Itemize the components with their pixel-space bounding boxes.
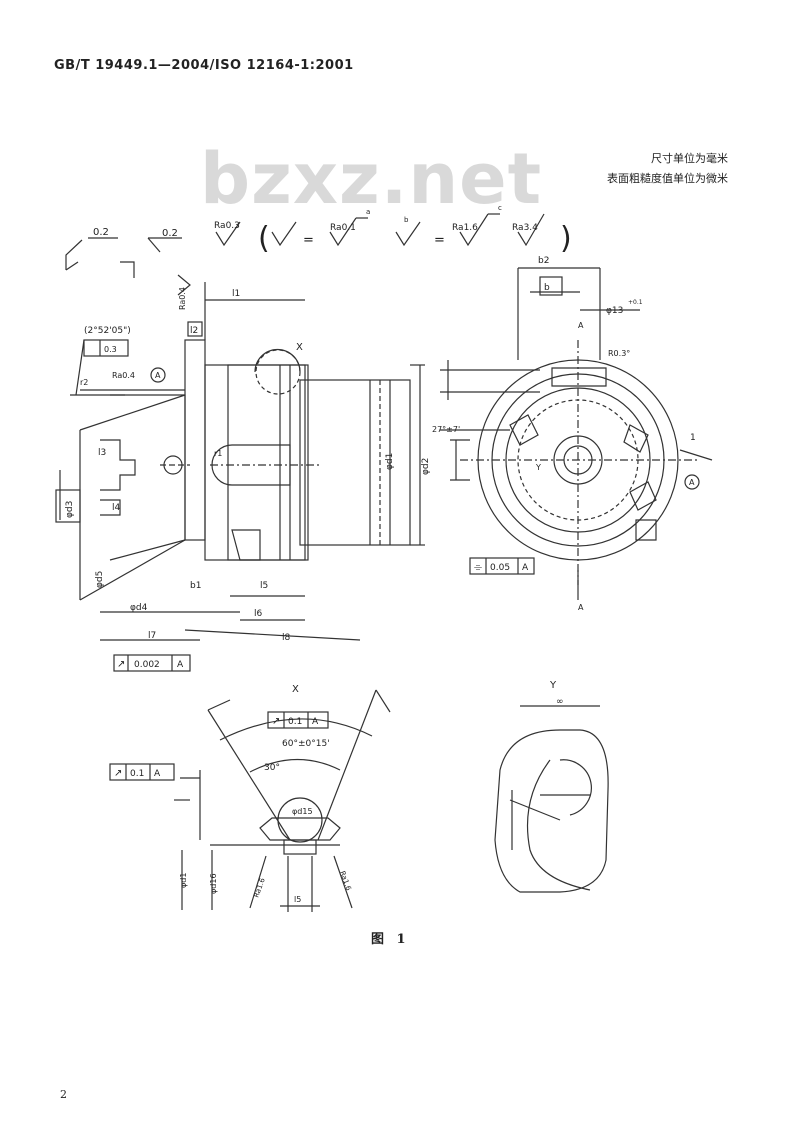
detail-x-angle: 60°±0°15' [282, 739, 330, 749]
dimension-unit-note: 尺寸单位为毫米 [651, 152, 728, 165]
mark-a: a [366, 208, 370, 216]
detail-x-inner-angle: 30° [264, 763, 280, 773]
label-l7: l7 [148, 631, 156, 641]
detail-x-view: X ↗ 0.1 A 60°±0°15' 30° φd15 ↗ 0.1 A φd1… [109, 684, 391, 912]
roughness-main-symbol: Ra0.3 [214, 221, 241, 247]
detail-y-view: Y ∞ [494, 680, 609, 893]
runout-symbol-bottom: ↗ [117, 659, 125, 670]
tol-bottom-datum: A [177, 660, 184, 670]
standard-header: GB/T 19449.1—2004/ISO 12164-1:2001 [54, 58, 354, 73]
label-l5: l5 [260, 581, 268, 591]
box-b: b [544, 283, 550, 293]
paren-close: ) [560, 221, 572, 256]
label-l1: l1 [232, 289, 240, 299]
sec-label-top: A [578, 321, 584, 330]
hole-tol: +0.1 [628, 299, 643, 306]
flatness-symbol-1: 0.2 [65, 227, 118, 271]
one-label: 1 [690, 433, 696, 443]
ra-d: Ra3.4 [512, 223, 538, 233]
roughness-symbol-b: b [395, 216, 421, 247]
angle-box-label: (2°52'05") [84, 326, 131, 336]
label-d2: φd2 [421, 458, 431, 475]
detail-x-dim-v1: φd1 [179, 873, 188, 888]
roughness-symbol-d: Ra3.4 [512, 213, 545, 247]
flatness-value: 0.3 [104, 345, 117, 354]
datum-right: A [689, 478, 695, 487]
detail-x-ball: φd15 [292, 807, 313, 816]
ra-vertical: Ra0.4 [178, 287, 187, 310]
detail-x-dim-l: l5 [294, 895, 301, 904]
detail-x-title: X [292, 684, 299, 695]
ra-a: Ra0.1 [330, 223, 356, 233]
detail-x-left-datum: A [154, 769, 161, 779]
x-label: X [296, 342, 303, 353]
angle-label: 27°±7' [432, 425, 460, 434]
label-d4: φd4 [130, 603, 148, 613]
detail-x-left-tol: 0.1 [130, 769, 144, 779]
label-d3: φd3 [65, 501, 75, 518]
equals-sign: = [303, 233, 314, 248]
detail-y-dim: ∞ [556, 697, 564, 707]
runout-symbol-x: ↗ [272, 716, 280, 727]
label-l2: l2 [190, 326, 198, 336]
flatness-symbol-right: ⌯ [474, 562, 482, 573]
flat-value-2: 0.2 [162, 228, 178, 239]
label-l4: l4 [112, 503, 121, 513]
roughness-symbol-a: Ra0.1 a [329, 208, 370, 247]
label-b2: b2 [538, 256, 549, 266]
main-side-view: (2°52'05") 0.3 Ra0.4 A X Ra0.4 l1 l2 l3 … [55, 274, 431, 672]
watermark: bzxz.net [200, 138, 543, 220]
tol-bottom-value: 0.002 [134, 660, 160, 670]
paren-open: ( [258, 221, 270, 256]
mark-c: c [498, 204, 502, 212]
detail-x-ra-right: Ra1.6 [338, 870, 353, 892]
label-l6: l6 [254, 609, 263, 619]
roughness-unit-note: 表面粗糙度值单位为微米 [607, 172, 728, 185]
hole-label: φ13 [606, 306, 623, 316]
label-l8: l8 [282, 633, 291, 643]
detail-x-dim-v2: φd16 [209, 873, 218, 894]
label-b1: b1 [190, 581, 201, 591]
flat-value-1: 0.2 [93, 227, 109, 238]
ra-main: Ra0.3 [214, 221, 240, 231]
y-label-small: Y [535, 463, 541, 472]
equals-sign-2: = [434, 233, 445, 248]
chamfer-label: R0.3° [608, 349, 630, 358]
mark-b: b [404, 216, 409, 224]
label-d5: φd5 [95, 571, 105, 588]
datum-left: A [155, 371, 161, 380]
page-number: 2 [60, 1088, 67, 1101]
flat-value-right: 0.05 [490, 563, 510, 573]
flatness-symbol-2: 0.2 [120, 228, 182, 278]
flat-datum-right: A [522, 563, 529, 573]
label-r1: r1 [214, 449, 222, 458]
roughness-symbol-c: Ra1.6 c [452, 204, 502, 247]
detail-x-ra-left: Ra1.6 [252, 877, 267, 899]
detail-x-datum: A [312, 717, 319, 727]
roughness-symbol-generic [271, 221, 297, 247]
ra-c: Ra1.6 [452, 223, 478, 233]
ra-small-label: Ra0.4 [112, 371, 135, 380]
detail-x-tol: 0.1 [288, 717, 302, 727]
label-r2: r2 [80, 378, 88, 387]
label-l3: l3 [98, 448, 106, 458]
right-end-view: b b2 φ13 +0.1 A R0.3° 27°±7' 1 A A ⌯ 0.0… [432, 256, 713, 612]
label-d1: φd1 [385, 453, 395, 470]
runout-symbol-left: ↗ [114, 768, 122, 779]
detail-y-title: Y [549, 680, 557, 691]
figure-caption: 图 1 [371, 932, 410, 947]
sec-label-bottom: A [578, 603, 584, 612]
